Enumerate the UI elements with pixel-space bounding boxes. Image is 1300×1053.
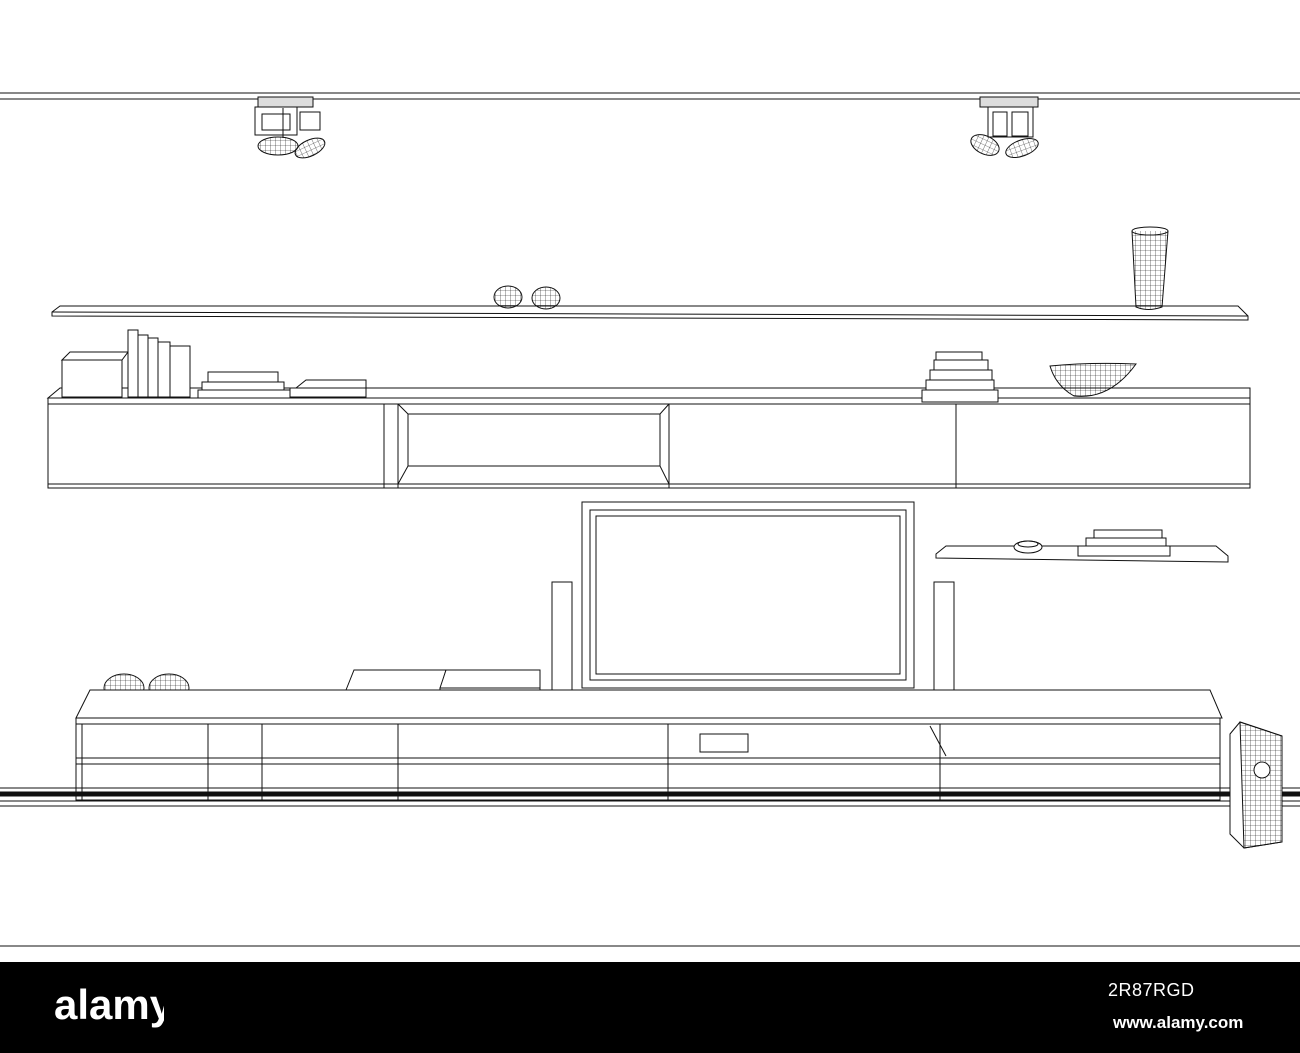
speaker-right-icon	[927, 581, 959, 709]
top-floating-shelf	[51, 305, 1249, 321]
svg-text:alamy: alamy	[54, 983, 164, 1028]
speaker-left-icon	[545, 581, 577, 709]
small-dish-icon	[1013, 540, 1043, 554]
spotlight-left-icon	[254, 96, 326, 159]
book-stack-right-icon	[921, 351, 999, 403]
watermark-footer-bar	[0, 962, 1300, 1053]
floor-skirting	[0, 787, 1300, 807]
upper-wall-cabinet	[46, 387, 1251, 489]
stock-image-id: 2R87RGD	[1108, 980, 1195, 1000]
ceiling-line	[0, 92, 1300, 100]
site-url: www.alamy.com	[1113, 1013, 1244, 1032]
subwoofer-icon	[1229, 721, 1283, 849]
book-stack-icon	[127, 329, 367, 399]
vase-icon	[1131, 226, 1169, 310]
tv-icon	[581, 501, 915, 689]
wireframe-living-room-scene	[0, 92, 1300, 947]
books-on-side-shelf-icon	[1077, 529, 1171, 557]
low-sideboard	[75, 689, 1223, 801]
storage-box-icon	[60, 351, 129, 398]
fruit-bowl-icon	[1049, 362, 1137, 397]
spotlight-right-icon	[970, 96, 1039, 159]
brand-logo: alamy	[54, 983, 164, 1028]
bowl-icon	[493, 285, 561, 310]
